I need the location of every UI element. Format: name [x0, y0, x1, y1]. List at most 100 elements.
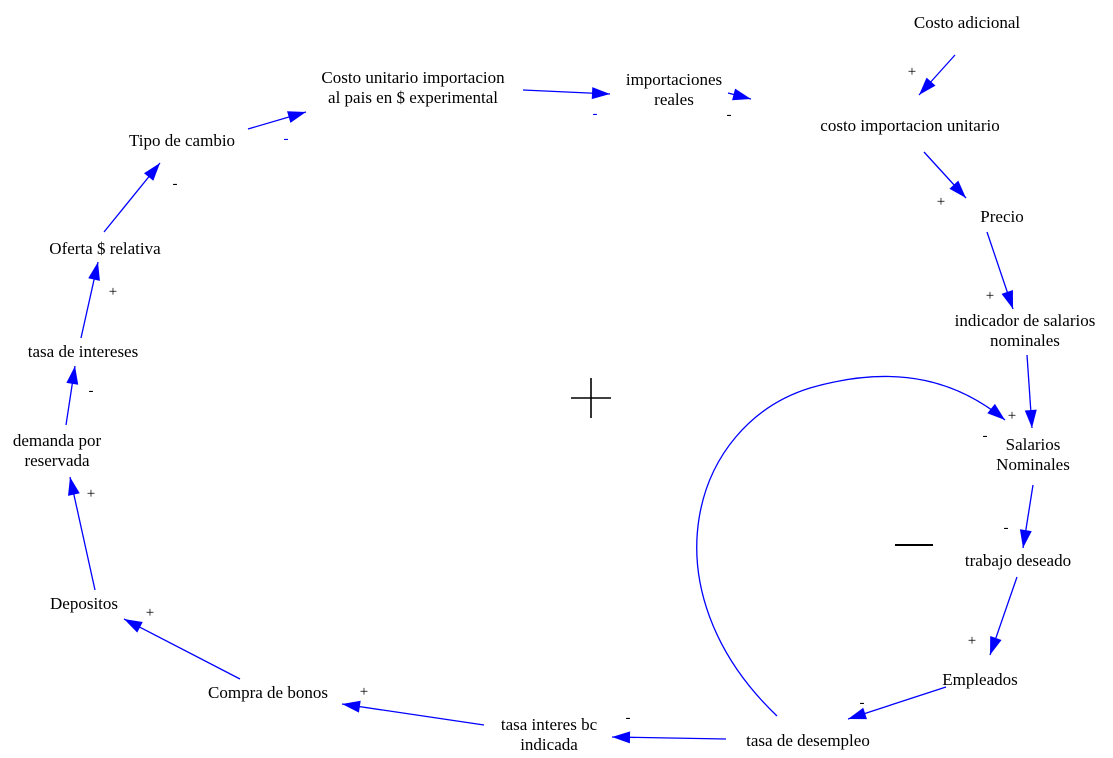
link-line [696, 375, 1006, 717]
polarity-label: + [986, 288, 994, 304]
arrowhead [987, 403, 1005, 420]
links-layer [65, 54, 1037, 744]
variable-costo-importacion-unitario: costo importacion unitario [820, 116, 999, 135]
arrowhead [591, 87, 610, 100]
link-tasa_interes_bc-to-compra_bonos [341, 700, 485, 726]
variable-line: indicador de salarios [955, 311, 1096, 330]
variable-line: nominales [990, 331, 1060, 350]
polarity-label: + [937, 194, 945, 210]
polarity-label: + [109, 284, 117, 300]
arrowhead [732, 88, 751, 101]
polarity-label: - [860, 695, 865, 711]
polarity-layer: ++++-+--+++-+----- [87, 64, 1016, 726]
variable-compra-bonos: Compra de bonos [208, 683, 328, 702]
variable-empleados: Empleados [942, 670, 1018, 689]
polarity-label: + [146, 605, 154, 621]
link-costo_importacion_unitario-to-precio [923, 151, 967, 199]
variable-trabajo-deseado: trabajo deseado [965, 551, 1071, 570]
variable-line: Tipo de cambio [129, 131, 235, 150]
arrowhead [1001, 290, 1013, 309]
polarity-label: - [1004, 520, 1009, 536]
variable-line: tasa de desempleo [746, 731, 870, 750]
arrowhead [287, 111, 306, 123]
variable-line: Precio [980, 207, 1023, 226]
arrowhead [949, 180, 966, 198]
link-indicador_salarios-to-salarios_nominales [1024, 354, 1037, 429]
variable-oferta-relativa: Oferta $ relativa [49, 239, 161, 258]
link-precio-to-indicador_salarios [986, 231, 1014, 310]
link-line [123, 618, 241, 680]
variable-tasa-desempleo: tasa de desempleo [746, 731, 870, 750]
variable-line: Costo unitario importacion [321, 68, 505, 87]
arrowhead [342, 700, 361, 713]
variable-line: reales [654, 90, 694, 109]
polarity-label: + [360, 684, 368, 700]
arrowhead [1024, 409, 1037, 428]
variable-line: Salarios [1006, 435, 1061, 454]
loop-marker-reinforcing: + [571, 378, 611, 418]
variables-layer: Costo adicional costo importacion unitari… [13, 13, 1095, 754]
polarity-label: - [173, 176, 178, 192]
arrowhead [919, 77, 936, 95]
link-line [611, 736, 727, 740]
polarity-label: - [593, 106, 598, 122]
link-tasa_intereses-to-oferta_relativa [80, 261, 100, 339]
arrowhead [1019, 529, 1032, 548]
loop-markers-layer: +— [571, 378, 933, 546]
link-line [69, 476, 96, 591]
polarity-label: - [89, 383, 94, 399]
polarity-label: - [983, 428, 988, 444]
variable-line: tasa de intereses [28, 342, 138, 361]
polarity-label: + [908, 64, 916, 80]
arrowhead [143, 163, 160, 181]
variable-line: costo importacion unitario [820, 116, 999, 135]
variable-depositos: Depositos [50, 594, 118, 613]
variable-line: demanda por [13, 431, 102, 450]
variable-line: reservada [24, 451, 90, 470]
variable-line: indicada [520, 735, 578, 754]
variable-line: Costo adicional [914, 13, 1021, 32]
polarity-label: - [626, 710, 631, 726]
arrowhead [990, 636, 1002, 655]
polarity-label: - [727, 107, 732, 123]
arrowhead [612, 731, 631, 744]
variable-line: Oferta $ relativa [49, 239, 161, 258]
arrowhead [848, 707, 867, 720]
arrowhead [68, 477, 80, 496]
link-costo_adicional-to-costo_importacion_unitario [918, 54, 956, 96]
variable-line: al pais en $ experimental [328, 88, 498, 107]
link-tasa_desempleo-to-salarios_nominales [696, 375, 1006, 717]
variable-line: Depositos [50, 594, 118, 613]
link-importaciones_reales-to-costo_importacion_unitario [727, 88, 752, 101]
variable-line: Compra de bonos [208, 683, 328, 702]
arrowhead [124, 619, 143, 633]
link-line [341, 703, 485, 726]
polarity-label: + [1008, 408, 1016, 424]
variable-precio: Precio [980, 207, 1023, 226]
polarity-label: + [87, 486, 95, 502]
variable-line: importaciones [626, 70, 722, 89]
variable-line: tasa interes bc [501, 715, 598, 734]
arrowhead [66, 366, 79, 385]
link-salarios_nominales-to-trabajo_deseado [1019, 484, 1034, 549]
variable-line: Nominales [996, 455, 1070, 474]
variable-tasa-intereses: tasa de intereses [28, 342, 138, 361]
variable-tipo-cambio: Tipo de cambio [129, 131, 235, 150]
link-trabajo_deseado-to-empleados [989, 576, 1018, 656]
link-empleados-to-tasa_desempleo [847, 686, 947, 720]
link-depositos-to-demanda_reservada [68, 476, 96, 591]
variable-line: Empleados [942, 670, 1018, 689]
polarity-label: + [968, 633, 976, 649]
link-oferta_relativa-to-tipo_cambio [103, 162, 161, 233]
arrowhead [88, 262, 100, 281]
link-costo_unitario_importacion-to-importaciones_reales [522, 87, 611, 100]
variable-costo-adicional: Costo adicional [914, 13, 1021, 32]
link-demanda_reservada-to-tasa_intereses [65, 365, 79, 426]
link-compra_bonos-to-depositos [123, 618, 241, 680]
